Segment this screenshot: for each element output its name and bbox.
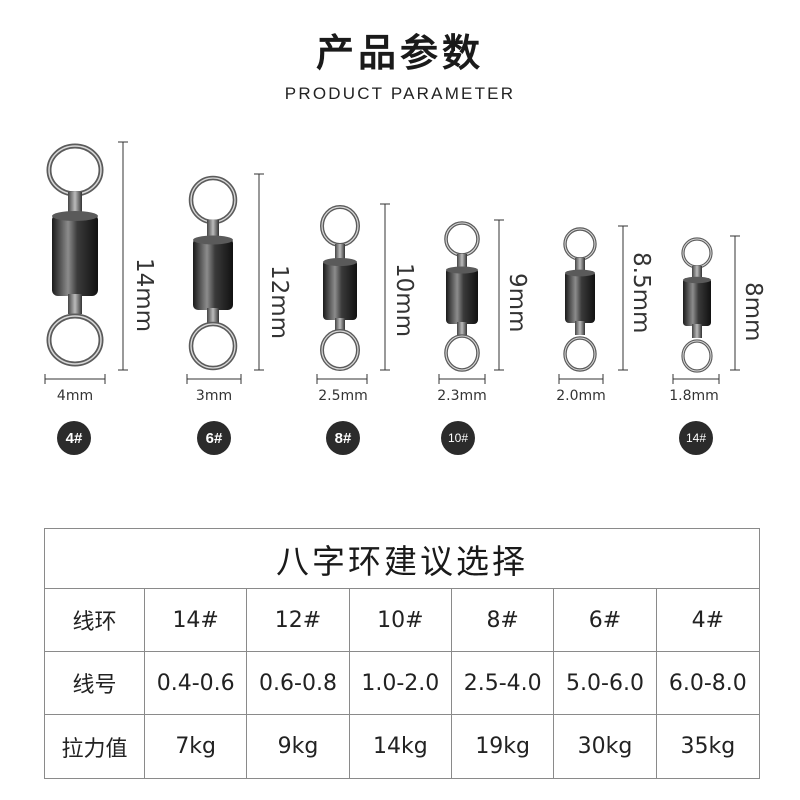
swivel-image	[320, 205, 360, 371]
width-dimension-line	[316, 374, 368, 384]
table-cell: 6#	[554, 589, 657, 652]
table-cell: 0.6-0.8	[247, 652, 350, 715]
size-badge: 8#	[326, 421, 360, 455]
swivel-product-4	[40, 142, 110, 372]
product-gallery: 14mm 4mm 4# 12mm 3mm 6#	[40, 141, 766, 455]
table-cell: 14#	[145, 589, 248, 652]
width-label: 3mm	[195, 388, 233, 404]
table-cell: 1.0-2.0	[349, 652, 452, 715]
size-badge: 10#	[441, 421, 475, 455]
table-cell: 0.4-0.6	[145, 652, 248, 715]
length-dimension-line	[730, 235, 740, 371]
table-cell: 6.0-8.0	[656, 652, 759, 715]
length-dimension-line	[118, 141, 128, 371]
size-badge: 4#	[57, 421, 91, 455]
row-header: 线环	[45, 589, 145, 652]
page-subtitle: PRODUCT PARAMETER	[284, 84, 516, 103]
swivel-product-14	[674, 236, 720, 374]
table-cell: 35kg	[680, 734, 736, 759]
length-label: 14mm	[131, 258, 157, 333]
length-dimension-line	[380, 203, 390, 371]
size-badge: 14#	[679, 421, 713, 455]
table-cell: 7kg	[145, 715, 248, 778]
width-dimension-line	[438, 374, 486, 384]
width-label: 4mm	[56, 388, 94, 404]
row-header: 线号	[45, 652, 145, 715]
table-cell: 8#	[452, 589, 555, 652]
table-cell: 14kg	[350, 715, 452, 778]
swivel-product-10	[436, 220, 488, 374]
swivel-image	[444, 221, 480, 372]
table-cell: 10#	[349, 589, 452, 652]
width-dimension-line	[558, 374, 604, 384]
width-label: 2.5mm	[318, 388, 368, 404]
length-dimension-line	[494, 219, 504, 371]
swivel-product-6	[182, 174, 244, 374]
swivel-image	[46, 143, 104, 367]
table-cell: 2.5-4.0	[452, 652, 555, 715]
swivel-image	[681, 237, 713, 373]
width-dimension-line	[44, 374, 106, 384]
table-cell: 12#	[247, 589, 350, 652]
length-dimension-line	[618, 225, 628, 371]
swivel-product-8	[312, 204, 368, 374]
table-cell: 5.0-6.0	[554, 652, 657, 715]
page-title: 产品参数	[315, 31, 484, 75]
swivel-product-12	[556, 226, 604, 374]
row-header: 拉力值	[45, 715, 145, 778]
length-label: 9mm	[504, 273, 530, 333]
table-cell: 19kg	[452, 715, 555, 778]
table-title: 八字环建议选择	[44, 528, 760, 588]
swivel-image	[188, 175, 238, 371]
recommendation-table: 线环 14# 12# 10# 8# 6# 4# 线号 0.4-0.6 0.6-0…	[44, 588, 760, 779]
length-label: 8.5mm	[628, 252, 654, 334]
table-cell: 4#	[656, 589, 759, 652]
length-label: 8mm	[740, 282, 766, 342]
table-cell: 9kg	[247, 715, 350, 778]
width-label: 1.8mm	[669, 388, 719, 404]
table-cell: 30kg	[554, 715, 657, 778]
width-label: 2.0mm	[556, 388, 606, 404]
size-badge: 6#	[197, 421, 231, 455]
width-label: 2.3mm	[437, 388, 487, 404]
width-dimension-line	[672, 374, 720, 384]
length-label: 10mm	[391, 263, 417, 338]
length-dimension-line	[254, 173, 264, 371]
swivel-image	[563, 227, 597, 372]
width-dimension-line	[186, 374, 242, 384]
length-label: 12mm	[266, 265, 292, 340]
